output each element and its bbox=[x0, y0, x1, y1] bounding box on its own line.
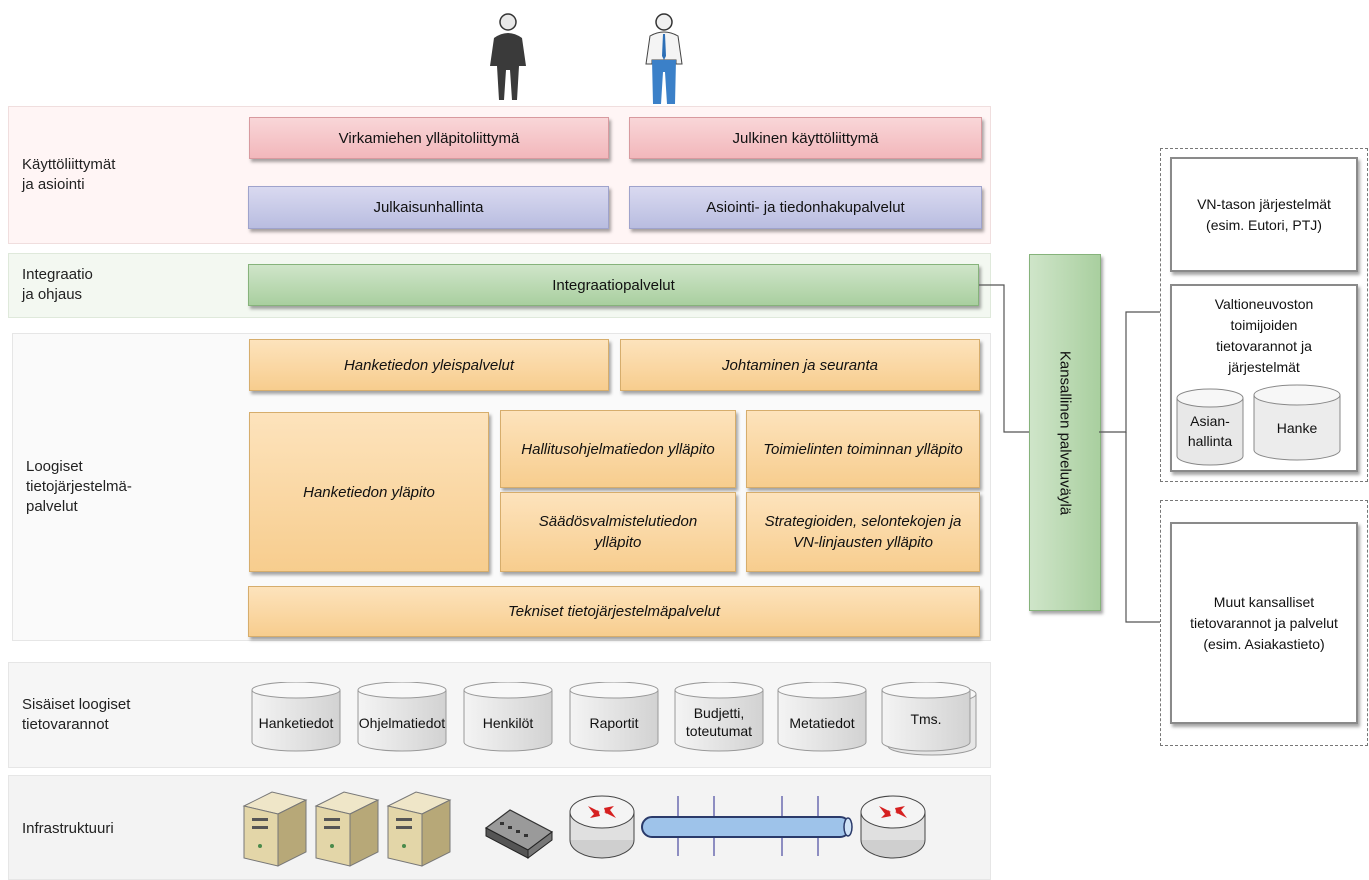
strategioiden-box[interactable]: Strategioiden, selontekojen ja VN-linjau… bbox=[746, 492, 980, 572]
storage-label: Hanketiedot bbox=[258, 715, 334, 731]
saados-box[interactable]: Säädösvalmistelutiedon ylläpito bbox=[500, 492, 736, 572]
storage-label: Metatiedot bbox=[789, 715, 855, 731]
storage-label: Henkilöt bbox=[482, 715, 534, 731]
storage-label: Tms. bbox=[910, 711, 942, 727]
storage-cylinder[interactable]: Ohjelmatiedot bbox=[356, 682, 454, 762]
band-label-sisaiset: Sisäiset loogiset tietovarannot bbox=[22, 696, 131, 733]
cylinder-icon bbox=[463, 682, 553, 752]
band-label-integraatio: Integraatio ja ohjaus bbox=[22, 266, 93, 303]
external-group-top bbox=[1160, 148, 1368, 482]
storage-cylinder[interactable]: Hanketiedot bbox=[250, 682, 348, 762]
julkaisu-box[interactable]: Julkaisunhallinta bbox=[248, 186, 609, 229]
hanketiedon-yllapito-box[interactable]: Hanketiedon yläpito bbox=[249, 412, 489, 572]
johtaminen-box[interactable]: Johtaminen ja seuranta bbox=[620, 339, 980, 391]
cylinder-icon bbox=[777, 682, 867, 752]
storage-label: Ohjelmatiedot bbox=[358, 715, 446, 731]
yleispalvelut-box[interactable]: Hanketiedon yleispalvelut bbox=[249, 339, 609, 391]
kansallinen-palveluvayla[interactable]: Kansallinen palveluväylä bbox=[1029, 254, 1101, 611]
band-infra bbox=[8, 775, 991, 880]
band-label-kayttoliittymat: Käyttöliittymät ja asiointi bbox=[22, 156, 116, 193]
muut-kansalliset-box[interactable]: Muut kansalliset tietovarannot ja palvel… bbox=[1170, 522, 1358, 724]
storage-label: Budjetti, toteutumat bbox=[685, 705, 753, 739]
external-group-bottom bbox=[1160, 500, 1368, 746]
julkinen-box[interactable]: Julkinen käyttöliittymä bbox=[629, 117, 982, 159]
storage-cylinder[interactable]: Metatiedot bbox=[776, 682, 874, 762]
integraatiopalvelut-box[interactable]: Integraatiopalvelut bbox=[248, 264, 979, 306]
asianhallinta-label: Asian- hallinta bbox=[1187, 413, 1233, 449]
tekniset-box[interactable]: Tekniset tietojärjestelmäpalvelut bbox=[248, 586, 980, 637]
hallitusohjelma-box[interactable]: Hallitusohjelmatiedon ylläpito bbox=[500, 410, 736, 488]
valtioneuvoston-label: Valtioneuvoston toimijoiden tietovaranno… bbox=[1214, 296, 1314, 375]
virkamies-box[interactable]: Virkamiehen ylläpitoliittymä bbox=[249, 117, 609, 159]
toimielinten-box[interactable]: Toimielinten toiminnan ylläpito bbox=[746, 410, 980, 488]
cylinder-icon bbox=[569, 682, 659, 752]
storage-cylinder[interactable]: Henkilöt bbox=[462, 682, 560, 762]
storage-cylinder[interactable]: Budjetti, toteutumat bbox=[673, 682, 771, 762]
cylinder-icon bbox=[674, 682, 764, 752]
storage-label: Raportit bbox=[589, 715, 639, 731]
vn-tason-box[interactable]: VN-tason järjestelmät (esim. Eutori, PTJ… bbox=[1170, 157, 1358, 272]
female-user-icon bbox=[490, 13, 526, 100]
kansallinen-palveluvayla-label: Kansallinen palveluväylä bbox=[1056, 350, 1074, 515]
cylinder-icon bbox=[881, 682, 977, 756]
band-label-infra: Infrastruktuuri bbox=[22, 820, 114, 837]
cylinder-icon bbox=[357, 682, 447, 752]
storage-cylinder[interactable]: Tms. bbox=[880, 682, 978, 762]
male-user-icon bbox=[645, 13, 683, 104]
cylinder-icon bbox=[251, 682, 341, 752]
band-label-loogiset: Loogiset tietojärjestelmä- palvelut bbox=[26, 458, 132, 515]
storage-cylinder[interactable]: Raportit bbox=[568, 682, 666, 762]
hanke-label: Hanke bbox=[1276, 420, 1318, 436]
asiointi-box[interactable]: Asiointi- ja tiedonhakupalvelut bbox=[629, 186, 982, 229]
